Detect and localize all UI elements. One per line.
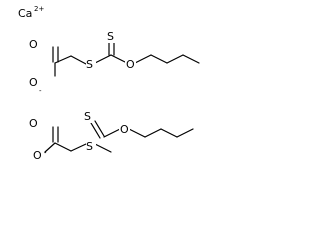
anion-1-carboxylate-oxygen: O: [29, 76, 38, 89]
structure-canvas: Ca 2+ O O - S S O O O - S S O: [18, 5, 200, 162]
anion-1-carboxylate-charge: -: [39, 87, 42, 95]
anion-1-ether-oxygen: O: [126, 58, 135, 71]
molecule-drawing: Ca 2+ O O - S S O O O - S S O: [18, 5, 200, 162]
bond-c-ch2-2: [54, 142, 72, 152]
bond-c-ch2-1: [54, 55, 72, 64]
anion-2-carbonyl-oxygen: O: [29, 117, 38, 130]
bond-butyl-1a: [134, 54, 152, 64]
calcium-label: Ca: [18, 7, 32, 20]
calcium-charge: 2+: [34, 5, 44, 13]
bond-butyl-2b: [144, 128, 162, 138]
bond-thione-2a: [90, 122, 101, 139]
bond-butyl-1d: [182, 54, 200, 64]
bond-ch2-s-2: [70, 143, 87, 152]
anion-1-carbonyl-oxygen: O: [29, 38, 38, 51]
bond-carboxylate-2: [44, 142, 56, 153]
bond-butyl-2a: [128, 128, 146, 138]
bond-thione-2b: [94, 120, 105, 137]
anion-1-atoms: O O - S S O: [28, 30, 136, 95]
anion-2-bonds: [44, 120, 194, 153]
anion-2-carboxylate-charge: -: [44, 149, 47, 157]
anion-2-thione-sulfur: S: [84, 110, 91, 123]
bond-s-c-1: [94, 54, 112, 64]
anion-2-atoms: O O - S S O: [28, 110, 130, 162]
bond-butyl-2d: [176, 128, 194, 138]
bond-ch2-s-1: [70, 55, 87, 65]
anion-1-thione-sulfur: S: [107, 30, 114, 43]
calcium-cation: Ca 2+: [18, 5, 44, 20]
bond-butyl-2c: [160, 128, 178, 138]
bond-butyl-1b: [150, 54, 168, 64]
bond-butyl-1c: [166, 54, 184, 64]
anion-2-thioether-sulfur: S: [86, 140, 93, 153]
anion-2-carboxylate-oxygen: O: [33, 149, 42, 162]
bond-s-c-2: [94, 143, 112, 153]
bond-c-o-1: [110, 54, 128, 64]
anion-2-ether-oxygen: O: [120, 123, 129, 136]
anion-1-thioether-sulfur: S: [86, 58, 93, 71]
anion-1-bonds: [52, 41, 200, 77]
bond-c-o-2: [103, 128, 121, 138]
